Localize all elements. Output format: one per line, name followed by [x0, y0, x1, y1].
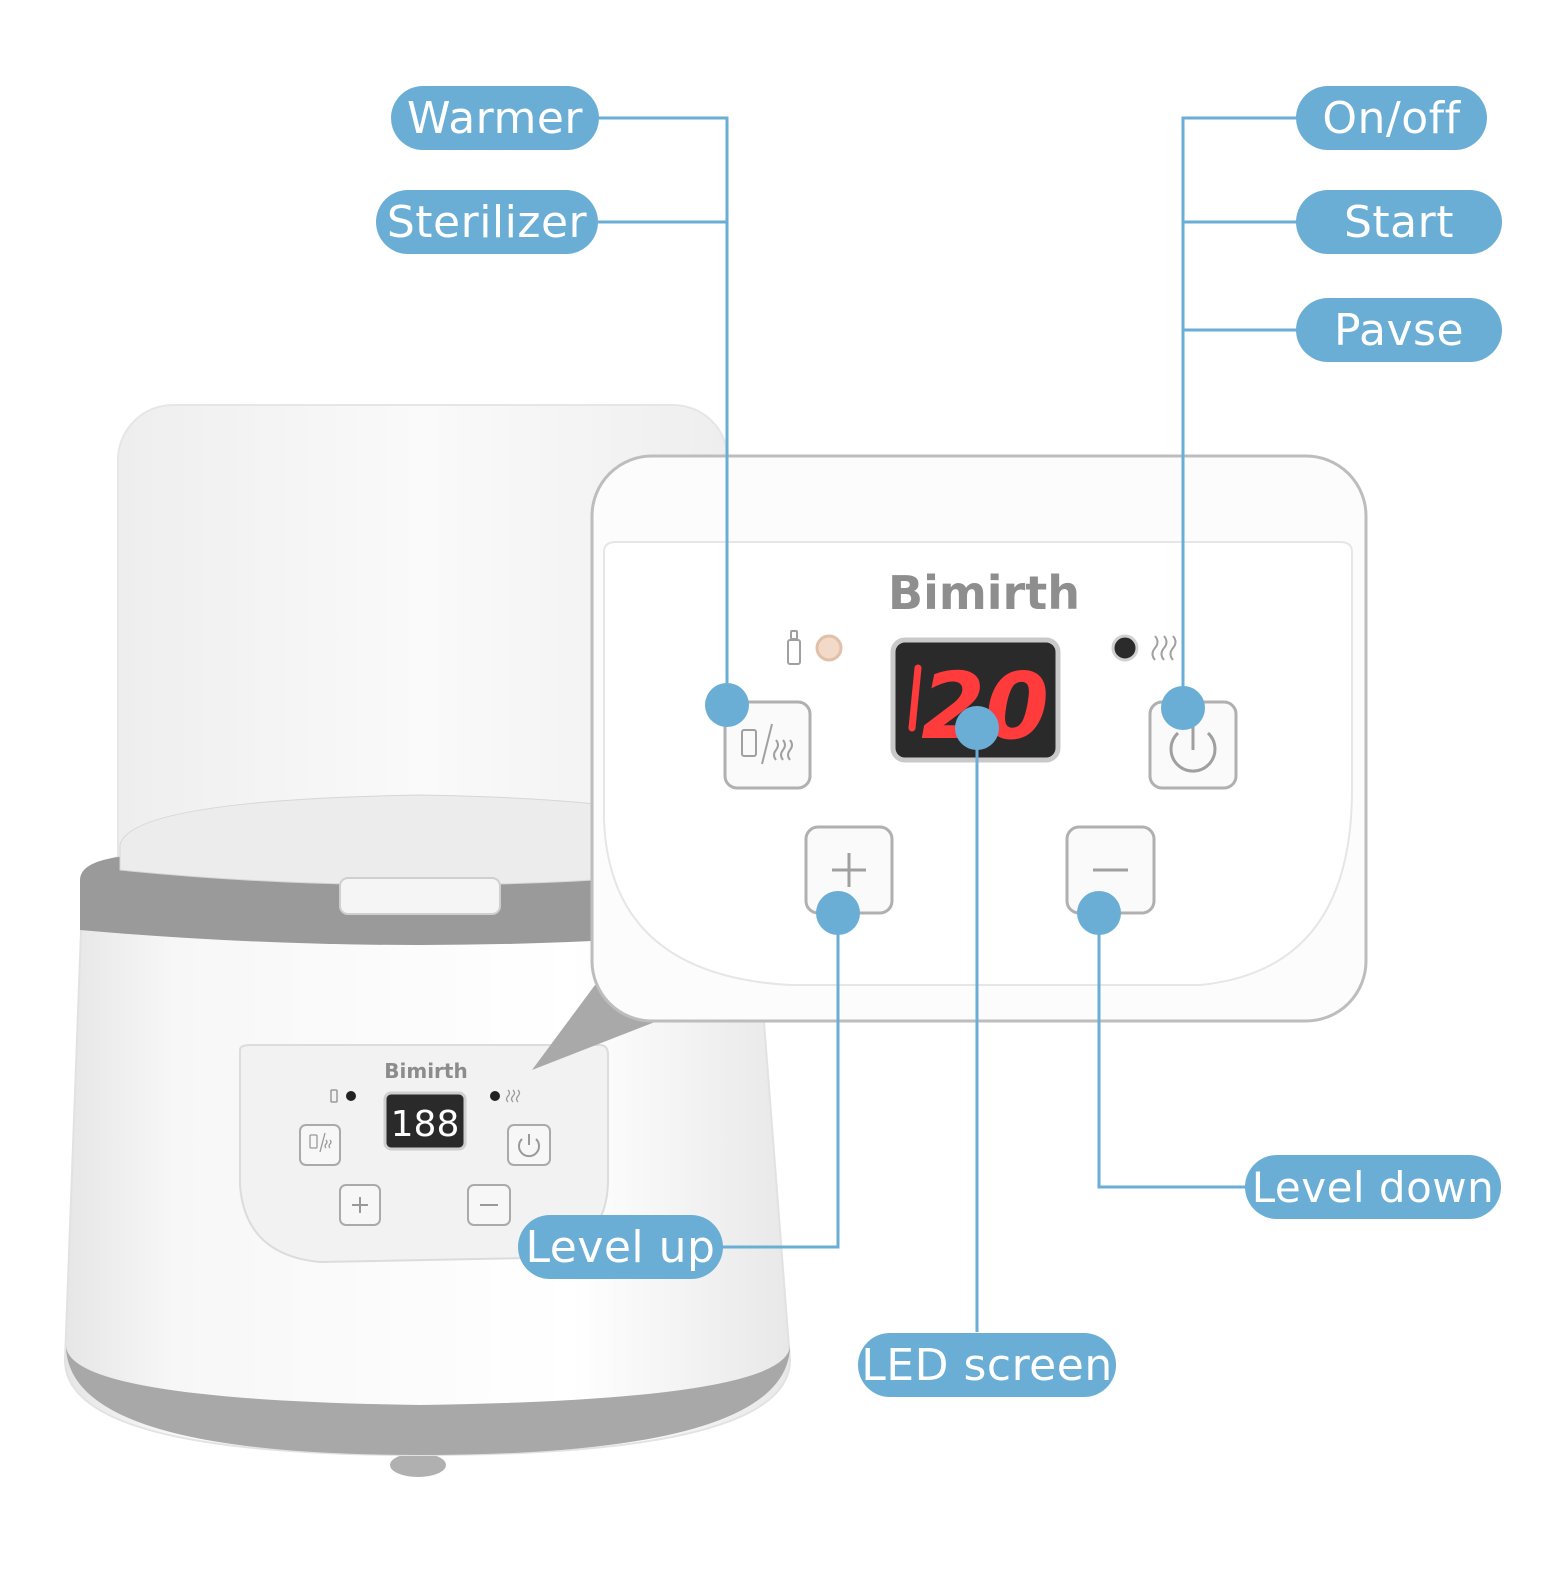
- small-warmer-sterilizer-button[interactable]: [299, 1124, 341, 1166]
- small-led-readout: 188: [391, 1104, 460, 1145]
- warmer-indicator-light: [815, 634, 843, 662]
- led-one-segment: [908, 664, 922, 732]
- bottle-icon: [787, 630, 801, 665]
- small-warmer-sterilizer-icon: [309, 1132, 332, 1153]
- small-control-panel: Bimirth 188: [239, 1044, 609, 1264]
- callout-dot-led: [955, 706, 999, 750]
- label-sterilizer: Sterilizer: [376, 190, 598, 254]
- lid-handle-tab: [339, 877, 501, 915]
- brand-logo: Bimirth: [888, 566, 1080, 620]
- small-steam-icon: [505, 1089, 521, 1103]
- small-plus-icon: [352, 1197, 368, 1213]
- label-level-down: Level down: [1245, 1155, 1501, 1219]
- device-base-band: [66, 1345, 790, 1455]
- small-power-icon: [518, 1134, 540, 1158]
- callout-dots: [705, 683, 1205, 935]
- device-foot: [390, 1453, 446, 1477]
- callout-dot-level-down: [1077, 891, 1121, 935]
- small-led-display: [383, 1091, 467, 1151]
- callout-dot-warmer: [705, 683, 749, 727]
- label-warmer: Warmer: [391, 86, 599, 150]
- callout-line-level-up: [722, 913, 840, 1249]
- small-brand-logo: Bimirth: [384, 1059, 467, 1083]
- callout-dot-level-up: [816, 891, 860, 935]
- plus-icon: [832, 853, 866, 887]
- label-pause: Pavse: [1296, 298, 1502, 362]
- label-start: Start: [1296, 190, 1502, 254]
- label-led-screen: LED screen: [858, 1333, 1116, 1397]
- warmer-sterilizer-icon: [741, 723, 793, 765]
- callout-line-warmer: [598, 116, 729, 705]
- small-sterilizer-indicator: [490, 1091, 500, 1101]
- callout-dot-onoff: [1161, 686, 1205, 730]
- small-warmer-indicator: [346, 1091, 356, 1101]
- callout-line-onoff: [1181, 116, 1297, 708]
- label-level-up: Level up: [518, 1215, 723, 1279]
- callout-lines: [598, 116, 1297, 1332]
- bottle-warmer-device: Bimirth 188: [63, 404, 792, 1477]
- callout-line-level-down: [1097, 913, 1246, 1189]
- steam-icon: [1151, 635, 1177, 661]
- label-on-off: On/off: [1296, 86, 1487, 150]
- small-bottle-icon: [330, 1089, 338, 1103]
- sterilizer-indicator-light: [1111, 634, 1139, 662]
